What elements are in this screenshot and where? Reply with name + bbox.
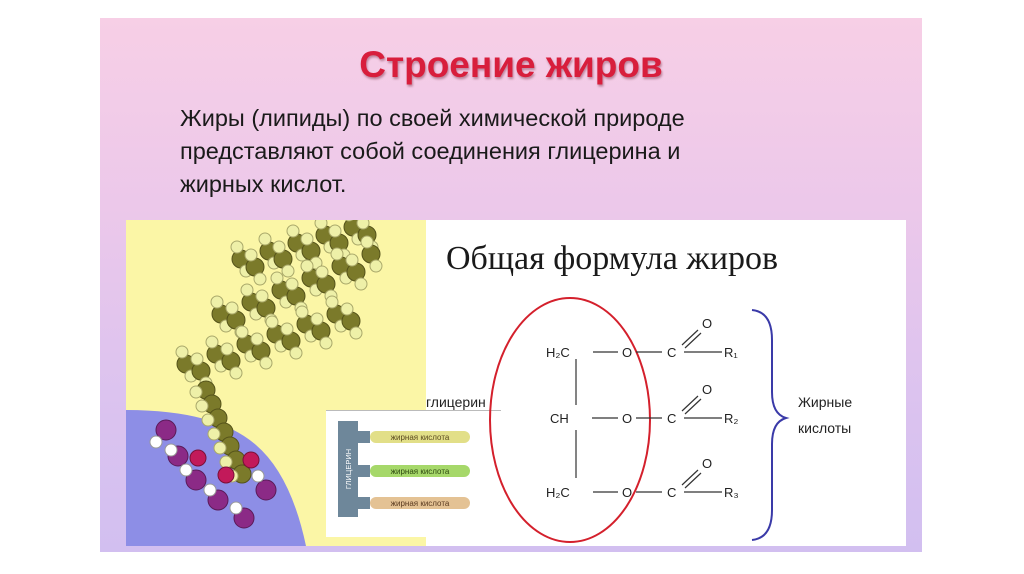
- atom-sphere: [310, 312, 324, 326]
- atom-sphere: [354, 277, 368, 291]
- atom-sphere: [349, 326, 363, 340]
- atom-sphere: [300, 259, 314, 273]
- atom-sphere: [240, 283, 254, 297]
- atom-sphere: [328, 224, 342, 238]
- atom-sphere: [164, 443, 178, 457]
- slide-title: Строение жиров: [359, 44, 663, 85]
- formula-atom: R₃: [724, 485, 739, 500]
- atom-sphere: [280, 322, 294, 336]
- atom-sphere: [255, 479, 277, 501]
- atom-sphere: [356, 220, 370, 230]
- atom-sphere: [149, 435, 163, 449]
- atom-sphere: [207, 427, 221, 441]
- chain-label: жирная кислота: [391, 467, 450, 476]
- atom-sphere: [225, 301, 239, 315]
- atom-sphere: [190, 352, 204, 366]
- atom-sphere: [255, 289, 269, 303]
- atom-sphere: [189, 385, 203, 399]
- formula-atom: C: [667, 485, 676, 500]
- glycerol-schematic: ГЛИЦЕРИН жирная кислота жирная кислота ж…: [326, 410, 501, 537]
- atom-sphere: [210, 295, 224, 309]
- formula-atom: R₂: [724, 411, 738, 426]
- formula-atom: O: [622, 411, 632, 426]
- atom-sphere: [179, 463, 193, 477]
- atom-sphere: [250, 332, 264, 346]
- atom-sphere: [229, 501, 243, 515]
- atom-sphere: [155, 419, 177, 441]
- formula-atom: O: [702, 456, 712, 471]
- atom-sphere: [286, 224, 300, 238]
- atom-sphere: [270, 271, 284, 285]
- chain-label: жирная кислота: [391, 499, 450, 508]
- atom-sphere: [213, 441, 227, 455]
- atom-sphere: [300, 232, 314, 246]
- atom-sphere: [325, 295, 339, 309]
- atom-sphere: [360, 235, 374, 249]
- atom-sphere: [272, 240, 286, 254]
- subtitle-line: представляют собой соединения глицерина …: [180, 138, 681, 164]
- formula-atom: H₂C: [546, 345, 570, 360]
- chain-bar: [370, 465, 470, 477]
- atom-sphere: [259, 356, 273, 370]
- atom-sphere: [195, 399, 209, 413]
- atom-sphere: [258, 232, 272, 246]
- atom-sphere: [285, 277, 299, 291]
- atom-sphere: [340, 302, 354, 316]
- backbone-label: ГЛИЦЕРИН: [344, 449, 353, 489]
- formula-atom: C: [667, 345, 676, 360]
- atom-sphere: [281, 264, 295, 278]
- atom-sphere: [201, 413, 215, 427]
- atom-sphere: [189, 449, 207, 467]
- fat-molecule-model: [126, 220, 426, 546]
- fat-structural-formula: H₂C CH H₂C O O O C C C O O O R₁ R₂ R₃: [489, 297, 790, 543]
- atom-sphere: [289, 346, 303, 360]
- formula-atom: R₁: [724, 345, 738, 360]
- atom-sphere: [175, 345, 189, 359]
- slide: Строение жиров Жиры (липиды) по своей хи…: [100, 18, 922, 552]
- atom-sphere: [244, 248, 258, 262]
- atom-sphere: [203, 483, 217, 497]
- formula-atom: CH: [550, 411, 569, 426]
- subtitle-line: Жиры (липиды) по своей химической природ…: [180, 105, 685, 131]
- atom-sphere: [265, 315, 279, 329]
- atom-sphere: [217, 466, 235, 484]
- content-panel: ГЛИЦЕРИН жирная кислота жирная кислота ж…: [126, 220, 906, 546]
- fatty-acids-label: Жирные: [798, 394, 853, 410]
- chain-bar: [370, 431, 470, 443]
- formula-heading: Общая формула жиров: [446, 240, 779, 277]
- formula-atom: O: [702, 316, 712, 331]
- formula-atom: O: [622, 485, 632, 500]
- chain-bar: [370, 497, 470, 509]
- atom-sphere: [369, 259, 383, 273]
- fatty-acids-label: кислоты: [798, 420, 852, 436]
- atom-sphere: [251, 469, 265, 483]
- formula-atom: H₂C: [546, 485, 570, 500]
- atom-sphere: [235, 325, 249, 339]
- atom-sphere: [230, 240, 244, 254]
- formula-atom: O: [622, 345, 632, 360]
- atom-sphere: [185, 469, 207, 491]
- atom-sphere: [253, 272, 267, 286]
- slide-subtitle: Жиры (липиды) по своей химической природ…: [180, 102, 880, 201]
- atom-sphere: [330, 247, 344, 261]
- atom-sphere: [295, 305, 309, 319]
- atom-sphere: [205, 335, 219, 349]
- atom-sphere: [229, 366, 243, 380]
- atom-sphere: [319, 336, 333, 350]
- chain-label: жирная кислота: [391, 433, 450, 442]
- glycerol-ellipse: [489, 297, 651, 543]
- formula-atom: O: [702, 382, 712, 397]
- atom-sphere: [220, 342, 234, 356]
- atom-sphere: [242, 451, 260, 469]
- glycerol-label: глицерин: [426, 394, 486, 410]
- atom-sphere: [315, 265, 329, 279]
- formula-atom: C: [667, 411, 676, 426]
- atom-sphere: [219, 455, 233, 469]
- atom-sphere: [345, 253, 359, 267]
- atom-sphere: [314, 220, 328, 230]
- subtitle-line: жирных кислот.: [180, 171, 347, 197]
- atom-sphere: [344, 220, 354, 222]
